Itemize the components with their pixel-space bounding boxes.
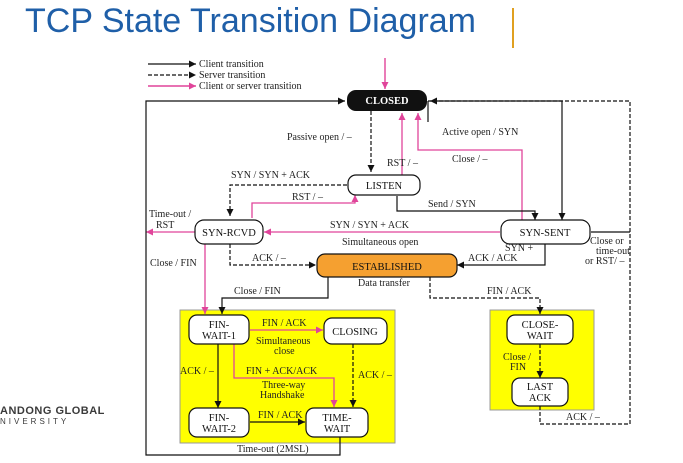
label-close-fin-3b: FIN xyxy=(510,362,526,373)
label-ack-dash-3: ACK / – xyxy=(180,366,215,377)
label-active-open: Active open / SYN xyxy=(442,127,518,138)
label-syn-plus-b: ACK / ACK xyxy=(468,253,518,264)
svg-text:TIME-: TIME- xyxy=(322,413,352,424)
label-fin-ack-1: FIN / ACK xyxy=(487,286,532,297)
label-close-or-c: or RST/ – xyxy=(585,256,625,267)
state-close-wait: CLOSE- WAIT xyxy=(506,314,574,345)
edge-synrcvd-listen-rst xyxy=(251,195,359,218)
edge-finwait1-timewait xyxy=(233,344,338,407)
edge-send-syn xyxy=(396,196,539,220)
logo-line-1: ANDONG GLOBAL xyxy=(0,405,105,417)
label-close-1: Close / – xyxy=(452,154,489,165)
edge-synsent-closed xyxy=(414,113,523,220)
label-data-transfer: Data transfer xyxy=(358,278,411,289)
label-syn-plus-a: SYN + xyxy=(505,243,534,254)
label-simultaneous-close-b: close xyxy=(274,346,295,357)
label-passive-open: Passive open / – xyxy=(287,132,353,143)
label-ack-dash-1: ACK / – xyxy=(252,253,287,264)
svg-text:WAIT-2: WAIT-2 xyxy=(202,424,236,435)
svg-text:CLOSED: CLOSED xyxy=(365,96,409,107)
label-close-fin-1: Close / FIN xyxy=(150,258,197,269)
label-close-fin-3a: Close / xyxy=(503,352,531,363)
svg-text:FIN-: FIN- xyxy=(209,413,230,424)
text-cursor xyxy=(512,8,514,48)
svg-text:CLOSE-: CLOSE- xyxy=(522,320,559,331)
state-closed: CLOSED xyxy=(347,90,427,111)
state-closing: CLOSING xyxy=(323,317,388,345)
label-syn-synack-1: SYN / SYN + ACK xyxy=(231,170,311,181)
state-fin-wait-2: FIN- WAIT-2 xyxy=(188,407,250,438)
svg-text:LAST: LAST xyxy=(527,382,554,393)
legend-server: Server transition xyxy=(199,70,265,81)
label-rst-2: RST / – xyxy=(292,192,324,203)
state-time-wait: TIME- WAIT xyxy=(305,407,369,438)
label-close-or-a: Close or xyxy=(590,236,624,247)
logo-line-2: NIVERSITY xyxy=(0,417,70,426)
edge-established-finwait1 xyxy=(218,277,329,314)
legend-both: Client or server transition xyxy=(199,81,301,92)
edge-timewait-closed xyxy=(145,97,345,456)
label-syn-synack-2: SYN / SYN + ACK xyxy=(330,220,410,231)
state-listen: LISTEN xyxy=(347,174,421,196)
state-last-ack: LAST ACK xyxy=(511,377,569,407)
page-title: TCP State Transition Diagram xyxy=(25,2,476,40)
edge-synrcvd-established xyxy=(229,244,316,269)
label-close-or-b: time-out xyxy=(596,246,630,257)
svg-text:CLOSING: CLOSING xyxy=(332,327,378,338)
label-timeout-2msl: Time-out (2MSL) xyxy=(237,444,309,455)
label-three-way-a: Three-way xyxy=(262,380,305,391)
label-fin-ack-2: FIN / ACK xyxy=(262,318,307,329)
label-timeout-rst-b: RST xyxy=(156,220,174,231)
svg-text:WAIT: WAIT xyxy=(527,331,554,342)
svg-text:ESTABLISHED: ESTABLISHED xyxy=(352,262,422,273)
svg-text:FIN-: FIN- xyxy=(209,320,230,331)
svg-text:WAIT-1: WAIT-1 xyxy=(202,331,236,342)
edge-listen-synrcvd xyxy=(226,184,347,216)
legend: Client transition Server transition Clie… xyxy=(148,59,301,92)
label-three-way-b: Handshake xyxy=(260,390,305,401)
label-send-syn: Send / SYN xyxy=(428,199,476,210)
svg-text:LISTEN: LISTEN xyxy=(366,181,403,192)
label-rst-1: RST / – xyxy=(387,158,419,169)
label-ack-dash-4: ACK / – xyxy=(566,412,601,423)
label-fin-ack-3: FIN / ACK xyxy=(258,410,303,421)
label-fin-ack-ack: FIN + ACK/ACK xyxy=(246,366,318,377)
state-syn-sent: SYN-SENT xyxy=(500,219,591,245)
label-ack-dash-2: ACK / – xyxy=(358,370,393,381)
edge-synsent-established xyxy=(457,244,546,269)
label-close-fin-2: Close / FIN xyxy=(234,286,281,297)
university-logo: ANDONG GLOBAL NIVERSITY xyxy=(0,405,105,426)
svg-text:SYN-RCVD: SYN-RCVD xyxy=(202,228,256,239)
state-established: ESTABLISHED xyxy=(316,253,458,278)
svg-text:ACK: ACK xyxy=(529,393,552,404)
svg-text:SYN-SENT: SYN-SENT xyxy=(520,228,571,239)
label-simultaneous-close-a: Simultaneous xyxy=(256,336,311,347)
state-syn-rcvd: SYN-RCVD xyxy=(194,219,264,245)
legend-client: Client transition xyxy=(199,59,264,70)
label-timeout-rst-a: Time-out / xyxy=(149,209,191,220)
state-fin-wait-1: FIN- WAIT-1 xyxy=(188,314,250,345)
edge-established-closewait xyxy=(429,277,544,314)
edge-lastack-closed xyxy=(430,97,631,425)
label-simultaneous-open: Simultaneous open xyxy=(342,237,418,248)
svg-text:WAIT: WAIT xyxy=(324,424,351,435)
